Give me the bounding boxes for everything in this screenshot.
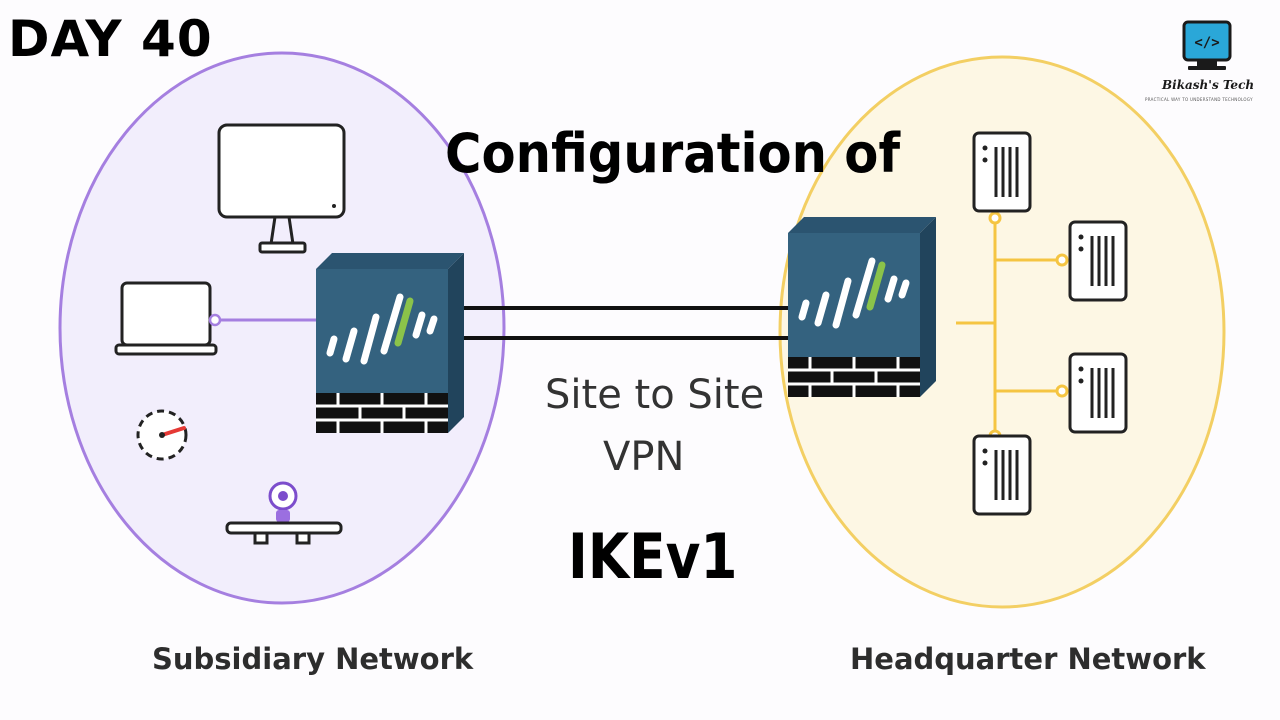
subsidiary-network-label: Subsidiary Network xyxy=(152,642,474,676)
vpn-tunnel-lines xyxy=(462,306,790,340)
page-title: Configuration of xyxy=(445,122,901,185)
headquarter-network-ellipse xyxy=(778,55,1226,609)
subsidiary-network-ellipse xyxy=(58,51,506,605)
vpn-label-line1: Site to Site xyxy=(545,372,765,418)
day-label: DAY 40 xyxy=(8,10,213,68)
server-icon xyxy=(1068,352,1128,434)
laptop-icon xyxy=(114,281,316,356)
webcam-icon xyxy=(225,481,343,545)
headquarter-firewall-icon xyxy=(788,217,936,397)
server-icon xyxy=(1068,220,1128,302)
protocol-label: IKEv1 xyxy=(568,520,738,593)
brand-tagline: PRACTICAL WAY TO UNDERSTAND TECHNOLOGY xyxy=(1145,97,1253,102)
headquarter-network-label: Headquarter Network xyxy=(850,642,1206,676)
server-icon xyxy=(972,131,1032,213)
hq-bus xyxy=(956,211,1069,443)
server-icon xyxy=(972,434,1032,516)
svg-text:</>: </> xyxy=(1194,35,1219,51)
monitor-icon xyxy=(217,123,346,254)
subsidiary-firewall-icon xyxy=(316,253,464,433)
brand-name: Bikash's Tech xyxy=(1162,78,1255,92)
vpn-label-line2: VPN xyxy=(603,434,685,480)
gauge-icon xyxy=(136,409,188,461)
brand-logo-icon: </> xyxy=(1182,20,1232,70)
